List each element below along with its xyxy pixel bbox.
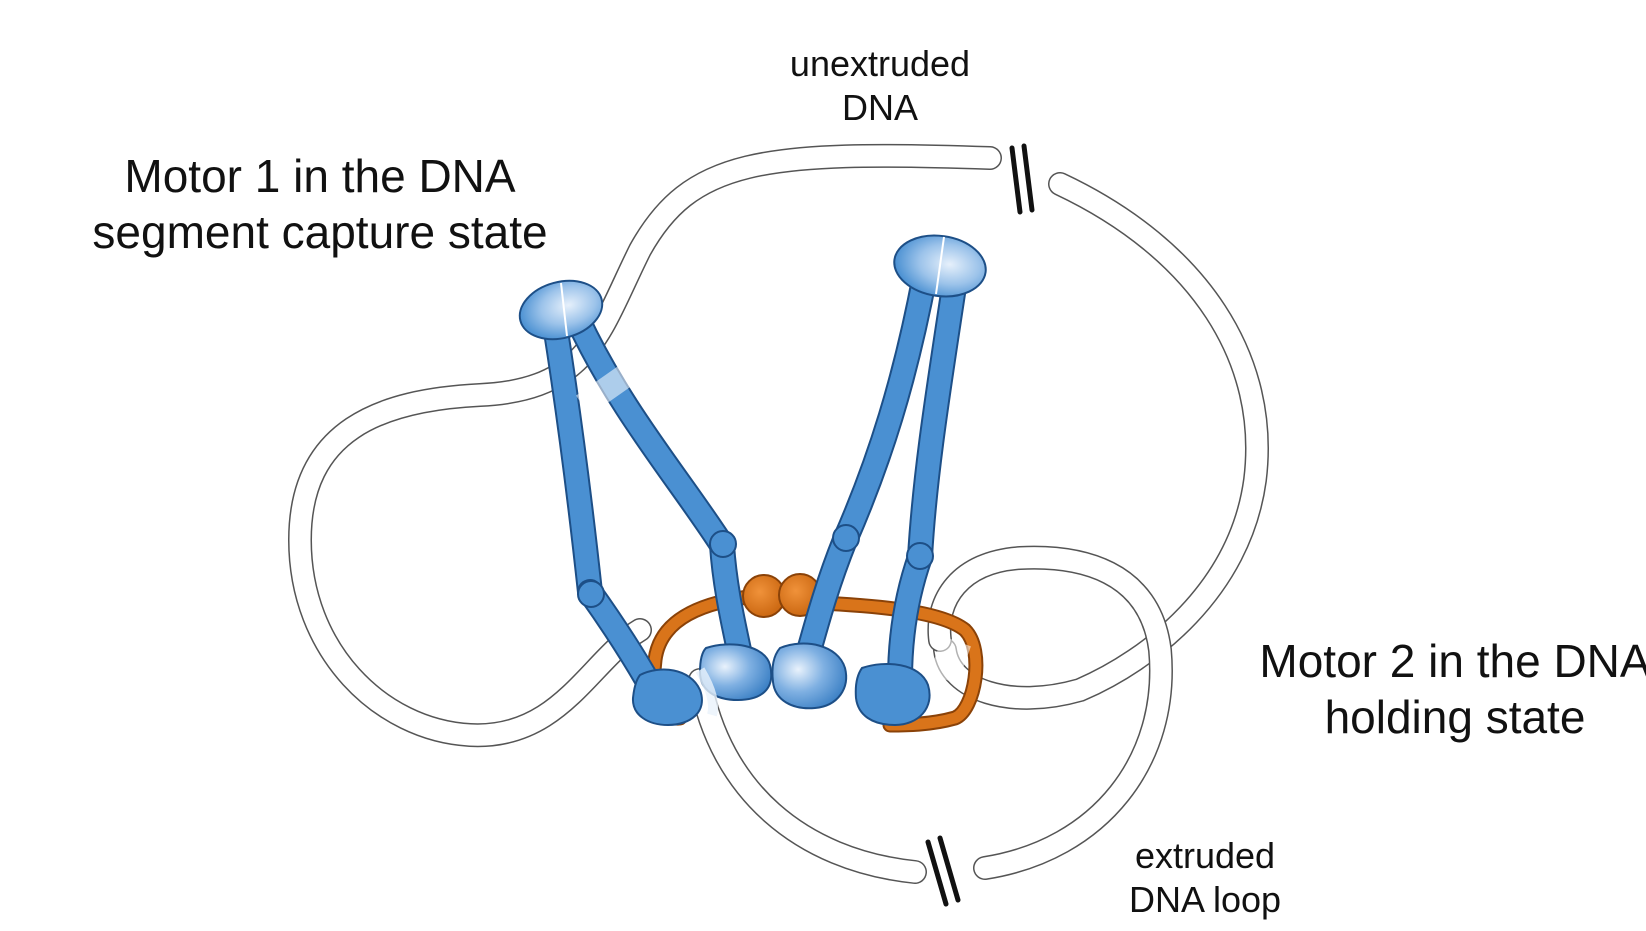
motor2	[771, 234, 987, 727]
extruded-dna-loop-label: extruded DNA loop	[1090, 834, 1320, 922]
motor2-label: Motor 2 in the DNA holding state	[1215, 633, 1646, 745]
motor1-label-line2: segment capture state	[92, 206, 548, 259]
motor2-head-left	[771, 642, 848, 710]
motor1	[518, 279, 773, 727]
motor1-head-right	[698, 643, 773, 702]
extruded-dna-loop	[688, 545, 1173, 884]
dna-crossings	[575, 364, 971, 684]
dna-strands	[287, 143, 1269, 907]
motor1-label: Motor 1 in the DNA segment capture state	[40, 148, 600, 260]
break-mark-bottom	[925, 835, 961, 907]
motor1-head-left	[631, 668, 703, 727]
motor2-label-line1: Motor 2 in the DNA	[1259, 635, 1646, 687]
extruded-label-line1: extruded	[1134, 835, 1276, 876]
unextruded-dna-label: unextruded DNA	[740, 42, 1020, 130]
unextruded-dna	[287, 143, 1269, 748]
unextruded-label-line1: unextruded	[789, 43, 971, 84]
motor1-hinge	[518, 279, 604, 341]
unextruded-label-line2: DNA	[841, 86, 918, 128]
motor1-label-line1: Motor 1 in the DNA	[124, 150, 516, 202]
motor1-elbow-right	[709, 530, 737, 558]
motor2-elbow-left	[832, 524, 860, 552]
motor2-head-right	[854, 662, 931, 727]
motor1-elbow-left	[577, 580, 605, 608]
extruded-label-line2: DNA loop	[1128, 878, 1282, 920]
break-mark-top	[1009, 143, 1035, 215]
motor2-label-line2: holding state	[1324, 691, 1586, 744]
motor2-elbow-right	[906, 542, 934, 570]
